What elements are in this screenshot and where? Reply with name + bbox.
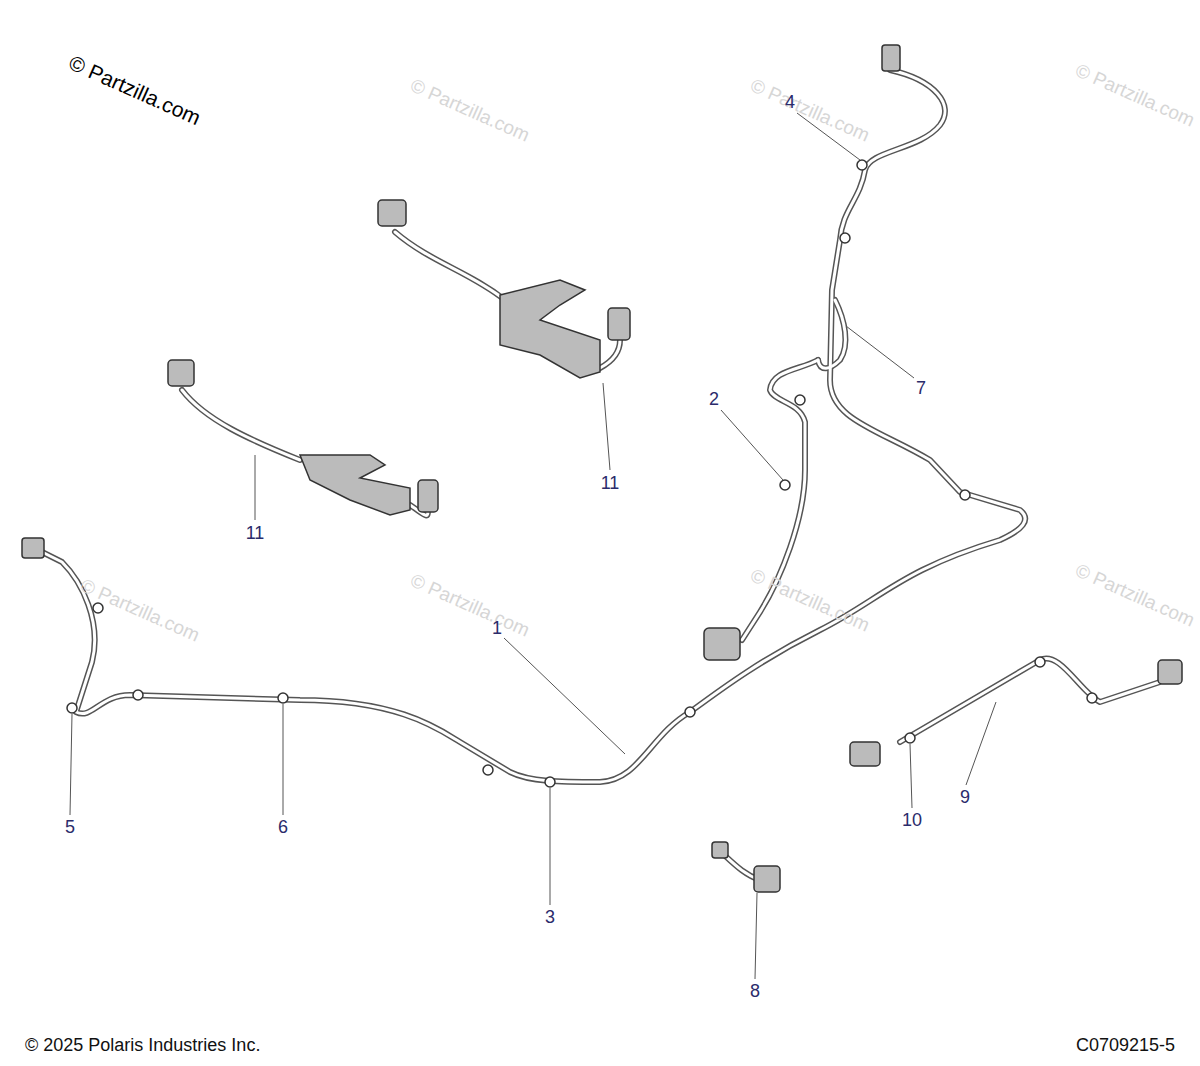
callout-number: 7 [916,379,926,397]
callout-number: 2 [709,390,719,408]
watermark: © Partzilla.com [408,570,533,639]
watermark: © Partzilla.com [748,75,873,144]
callout-number: 1 [492,619,502,637]
callout-number: 8 [750,982,760,1000]
copyright-footer: © 2025 Polaris Industries Inc. [25,1036,260,1054]
watermark: © Partzilla.com [408,75,533,144]
callout-number: 11 [246,524,265,542]
callout-number: 4 [785,93,795,111]
watermark: © Partzilla.com [1073,60,1198,129]
callout-number: 11 [601,474,620,492]
copyright-mark: © Partzilla.com [66,52,204,129]
callout-number: 5 [65,818,75,836]
callout-number: 6 [278,818,288,836]
callout-number: 9 [960,788,970,806]
callout-number: 10 [902,811,922,829]
watermark: © Partzilla.com [1073,560,1198,629]
diagram-code: C0709215-5 [1076,1036,1175,1054]
callout-number: 3 [545,908,555,926]
